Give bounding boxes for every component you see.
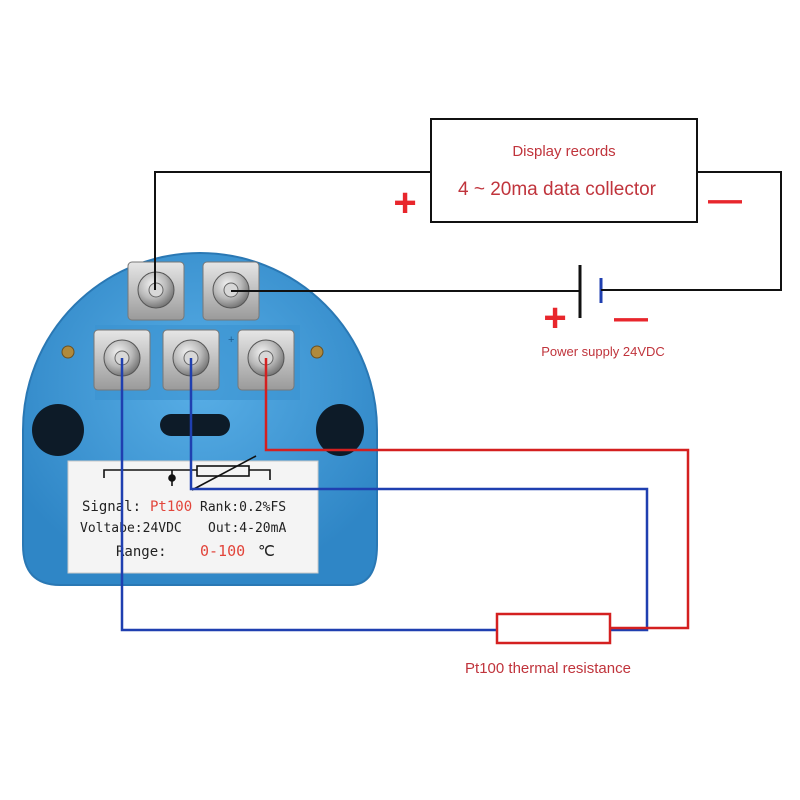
nameplate-signal-value: Pt100 [150,499,192,515]
molded-plus-mark: + [228,334,234,346]
nameplate-range-label: Range: [116,544,167,560]
power-supply-label: Power supply 24VDC [541,344,665,359]
terminal-top-1 [127,261,185,321]
collector-plus-symbol: + [393,181,416,225]
temperature-transmitter: + - [22,252,378,586]
battery-symbol [578,265,603,318]
wire-red [264,358,690,630]
power-minus-symbol: — [614,299,648,337]
wire-collector-minus [601,171,782,291]
wire-collector-plus [154,171,431,290]
nameplate-range-unit: ℃ [258,543,275,560]
mounting-hole-left [32,404,84,456]
nameplate: Signal: Pt100 Rank:0.2%FS Voltabe:24VDC … [67,455,319,574]
nameplate-signal-label: Signal: [82,499,141,515]
nameplate-range-value: 0-100 [200,542,245,560]
rtd-circuit-symbol [103,455,271,491]
data-collector-box: Display records 4 ~ 20ma data collector [430,118,698,223]
nameplate-voltage: Voltabe:24VDC [80,521,182,536]
wire-blue-2 [189,358,649,632]
rivet-right [310,345,324,359]
nameplate-rank: Rank:0.2%FS [200,500,286,515]
center-slot [160,414,230,436]
nameplate-output: Out:4-20mA [208,521,286,536]
collector-minus-symbol: — [708,181,742,219]
wire-blue-1 [120,358,497,632]
pt100-resistor [495,612,612,645]
power-plus-symbol: + [543,296,566,340]
collector-line-1: Display records [512,143,615,160]
mounting-hole-right [316,404,364,456]
pt100-label: Pt100 thermal resistance [465,660,631,677]
rivet-left [61,345,75,359]
collector-line-2: 4 ~ 20ma data collector [458,179,657,200]
